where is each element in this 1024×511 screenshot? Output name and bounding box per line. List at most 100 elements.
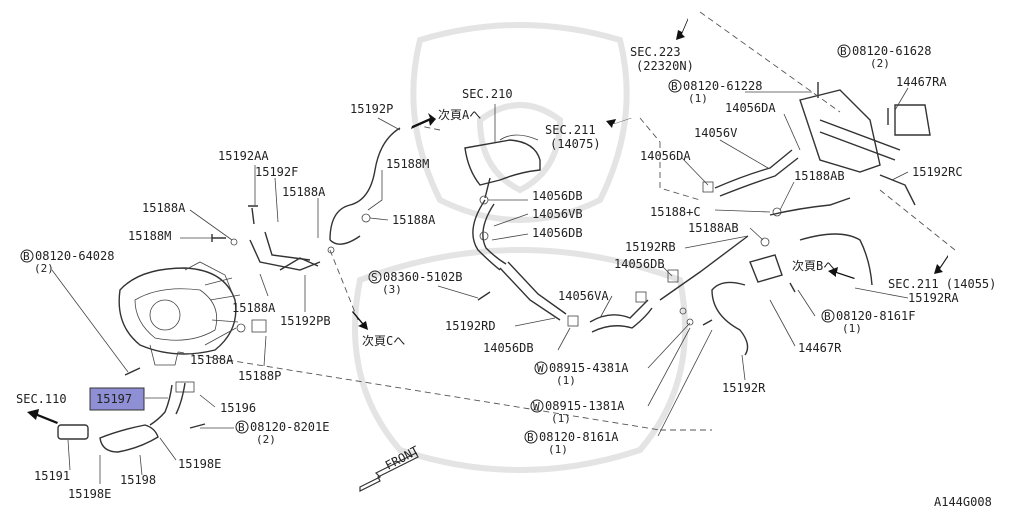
qty-08120-8161a: (1)	[548, 443, 568, 456]
label-14056db-a: 14056DB	[532, 189, 583, 203]
bolt-symbol: B	[527, 431, 534, 444]
label-15198: 15198	[120, 473, 156, 487]
arrow-sec211-b	[934, 255, 948, 274]
label-sec211-b: SEC.211 (14055)	[888, 277, 996, 291]
arrow-sec211-a	[606, 118, 632, 128]
bolt-label-8161f: B 08120-8161F (1)	[821, 309, 915, 335]
bolt-label-61228: B 08120-61228 (1)	[668, 79, 762, 105]
pipes	[57, 89, 931, 453]
washer-label-4381a: W 08915-4381A (1)	[534, 361, 629, 387]
label-15188m-b: 15188M	[128, 229, 171, 243]
label-15192ra: 15192RA	[908, 291, 959, 305]
label-15198e-a: 15198E	[178, 457, 221, 471]
label-08915-4381a: 08915-4381A	[549, 361, 629, 375]
label-15188a-c: 15188A	[392, 213, 436, 227]
leader-lines	[51, 87, 909, 484]
label-15197: 15197	[96, 392, 132, 406]
label-sec110: SEC.110	[16, 392, 67, 406]
diagram-code: A144G008	[934, 495, 992, 509]
washer-symbol: W	[537, 362, 544, 375]
bolt-symbol: B	[824, 310, 831, 323]
bolt-label-8161a: B 08120-8161A (1)	[524, 430, 619, 456]
qty-08915-1381a: (1)	[551, 412, 571, 425]
label-15198e-b: 15198E	[68, 487, 111, 501]
label-08120-8201e: 08120-8201E	[250, 420, 329, 434]
label-14056v: 14056V	[694, 126, 737, 140]
arrow-jikai-c	[352, 311, 368, 330]
label-08120-8161a: 08120-8161A	[539, 430, 619, 444]
label-14467r: 14467R	[798, 341, 842, 355]
reference-dashed-lines	[177, 11, 956, 431]
bolt-symbol: B	[238, 421, 245, 434]
qty-08915-4381a: (1)	[556, 374, 576, 387]
arrow-sec110	[27, 409, 58, 424]
label-15191: 15191	[34, 469, 70, 483]
label-15196: 15196	[220, 401, 256, 415]
bolt-symbol: B	[840, 45, 847, 58]
qty-08360-5102b: (3)	[382, 283, 402, 296]
label-sec211-a-code: (14075)	[550, 137, 601, 151]
label-14056vb: 14056VB	[532, 207, 583, 221]
label-15192pb: 15192PB	[280, 314, 331, 328]
label-14056da-b: 14056DA	[640, 149, 691, 163]
label-15188a-b: 15188A	[142, 201, 186, 215]
label-15192aa: 15192AA	[218, 149, 269, 163]
label-15188a-d: 15188A	[232, 301, 276, 315]
label-sec223-code: (22320N)	[636, 59, 694, 73]
label-15192p: 15192P	[350, 102, 393, 116]
arrow-sec223	[676, 18, 688, 40]
bolt-label-61628: B 08120-61628 (2)	[837, 44, 931, 70]
highlight-box-15197	[89, 387, 145, 411]
label-14467ra: 14467RA	[896, 75, 947, 89]
screw-label-5102b: S 08360-5102B (3)	[368, 270, 462, 296]
watermark-crest	[352, 22, 688, 473]
label-14056db-c: 14056DB	[614, 257, 665, 271]
label-08120-64028: 08120-64028	[35, 249, 114, 263]
washer-label-1381a: W 08915-1381A (1)	[530, 399, 625, 425]
label-08360-5102b: 08360-5102B	[383, 270, 462, 284]
label-14056va: 14056VA	[558, 289, 609, 303]
turbocharger	[118, 261, 241, 366]
label-sec211-a: SEC.211	[545, 123, 596, 137]
label-15188c: 15188+C	[650, 205, 701, 219]
arrow-jikai-b	[828, 267, 855, 279]
washer-symbol: W	[533, 400, 540, 413]
part-labels: 15192P 次頁Aへ SEC.210 SEC.211 (14075) SEC.…	[16, 44, 996, 509]
label-sec223: SEC.223	[630, 45, 681, 59]
bolt-symbol: B	[23, 250, 30, 263]
qty-08120-61228: (1)	[688, 92, 708, 105]
label-15192rc: 15192RC	[912, 165, 963, 179]
screw-symbol: S	[371, 271, 378, 284]
label-jikai-b: 次頁Bへ	[792, 259, 835, 273]
bolt-label-8201e: B 08120-8201E (2)	[235, 420, 329, 446]
label-15192f: 15192F	[255, 165, 298, 179]
label-15192r: 15192R	[722, 381, 766, 395]
label-08120-8161f: 08120-8161F	[836, 309, 915, 323]
label-08915-1381a: 08915-1381A	[545, 399, 625, 413]
label-15188ab-b: 15188AB	[688, 221, 739, 235]
label-sec210: SEC.210	[462, 87, 513, 101]
label-08120-61628: 08120-61628	[852, 44, 931, 58]
label-08120-61228: 08120-61228	[683, 79, 762, 93]
label-14056db-b: 14056DB	[532, 226, 583, 240]
qty-08120-64028: (2)	[34, 262, 54, 275]
arrow-jikai-a	[411, 113, 436, 129]
bolt-symbol: B	[671, 80, 678, 93]
label-15192rd: 15192RD	[445, 319, 496, 333]
fittings	[124, 82, 889, 429]
label-15188m-a: 15188M	[386, 157, 429, 171]
qty-08120-8201e: (2)	[256, 433, 276, 446]
label-jikai-c: 次頁Cへ	[362, 334, 405, 348]
label-jikai-a: 次頁Aへ	[438, 108, 481, 122]
direction-arrows	[27, 18, 948, 492]
qty-08120-61628: (2)	[870, 57, 890, 70]
bolt-label-64028: B 08120-64028 (2)	[20, 249, 114, 275]
label-15188a-e: 15188A	[190, 353, 234, 367]
label-15188a-a: 15188A	[282, 185, 326, 199]
label-15192rb: 15192RB	[625, 240, 676, 254]
qty-08120-8161f: (1)	[842, 322, 862, 335]
label-15188p: 15188P	[238, 369, 281, 383]
arrow-front	[359, 452, 419, 492]
label-15188ab-a: 15188AB	[794, 169, 845, 183]
